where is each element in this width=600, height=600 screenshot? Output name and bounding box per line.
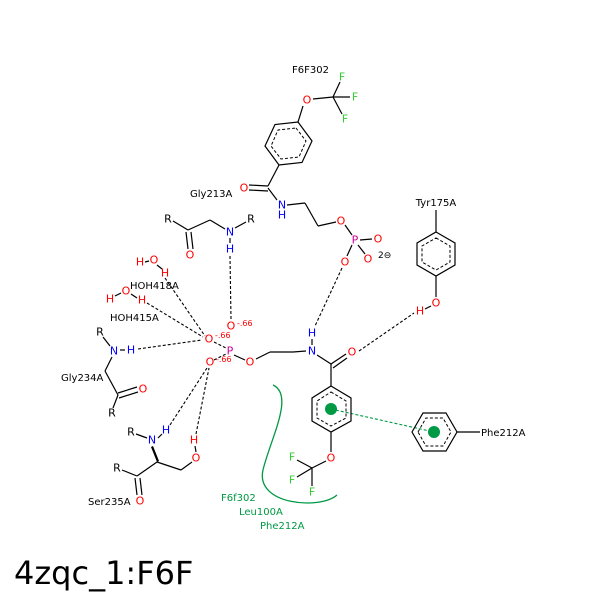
residue-label-ser235: Ser235A — [88, 497, 131, 508]
atom-oxygen: O — [374, 233, 383, 246]
atom-oxygen: O — [432, 297, 441, 310]
atom-oxygen: O — [139, 383, 148, 396]
hydrophobic-contact-arc — [261, 384, 338, 504]
hydrophobic-label: F6f302 — [221, 493, 256, 504]
atom-fluorine: F — [342, 113, 348, 126]
atom-fluorine: F — [309, 486, 315, 499]
atom-oxygen: O — [227, 320, 236, 333]
hydrophobic-label: Leu100A — [239, 507, 283, 518]
atom-hydrogen: H — [190, 434, 198, 447]
atom-oxygen: O — [186, 249, 195, 262]
atom-oxygen: O — [206, 356, 215, 369]
residue-label-gly213: Gly213A — [190, 189, 233, 200]
atom-r-group: R — [164, 213, 172, 226]
atom-hydrogen: H — [138, 294, 146, 307]
atom-oxygen: O — [327, 452, 336, 465]
atom-r-group: R — [127, 426, 135, 439]
atom-r-group: R — [113, 462, 121, 475]
residue-label-f6f302: F6F302 — [292, 65, 329, 76]
bonds — [102, 81, 480, 496]
pi-stacking-line — [330, 408, 435, 433]
residue-label-hoh415: HOH415A — [110, 313, 159, 324]
atom-hydrogen: H — [161, 267, 169, 280]
atom-nitrogen: N — [278, 199, 286, 212]
residue-label-phe212: Phe212A — [481, 428, 526, 439]
atom-hydrogen: H — [136, 256, 144, 269]
atom-oxygen: O — [337, 215, 346, 228]
atom-oxygen: O — [246, 356, 255, 369]
phosphate-charge: 2⊖ — [378, 251, 391, 261]
atom-oxygen: O — [240, 182, 249, 195]
atom-oxygen: O — [303, 94, 312, 107]
atom-fluorine: F — [339, 71, 345, 84]
ring-centroid-phe212 — [428, 426, 440, 438]
atom-phosphorus: P — [227, 345, 234, 358]
atom-nitrogen: N — [226, 226, 234, 239]
atom-nitrogen: N — [148, 434, 156, 447]
atom-oxygen: O — [341, 256, 350, 269]
atom-oxygen: O — [150, 254, 159, 267]
atom-hydrogen: H — [278, 209, 286, 222]
atom-nitrogen: N — [110, 345, 118, 358]
atom-oxygen: O — [136, 495, 145, 508]
atom-fluorine: F — [289, 474, 295, 487]
atom-r-group: R — [96, 326, 104, 339]
atom-hydrogen: H — [416, 305, 424, 318]
residue-label-tyr175: Tyr175A — [415, 198, 457, 209]
partial-charge: -.66 — [216, 355, 232, 364]
hydrogen-bonds — [137, 255, 415, 435]
atom-oxygen: O — [348, 346, 357, 359]
atom-hydrogen: H — [162, 424, 170, 437]
atom-phosphorus: P — [352, 234, 359, 247]
atom-hydrogen: H — [106, 293, 114, 306]
partial-charge: -.66 — [215, 331, 231, 340]
atom-fluorine: F — [352, 91, 358, 104]
atom-r-group: R — [108, 407, 116, 420]
atom-hydrogen: H — [127, 344, 135, 357]
atom-fluorine: F — [289, 451, 295, 464]
atom-hydrogen: H — [308, 327, 316, 340]
residue-label-hoh418: HOH418A — [130, 281, 179, 292]
atom-r-group: R — [247, 213, 255, 226]
hydrophobic-label: Phe212A — [260, 521, 305, 532]
atom-nitrogen: N — [308, 345, 316, 358]
partial-charge: -.66 — [237, 319, 253, 328]
atom-oxygen: O — [364, 253, 373, 266]
atom-oxygen: O — [192, 452, 201, 465]
atom-oxygen: O — [122, 285, 131, 298]
atom-hydrogen: H — [226, 243, 234, 256]
residue-label-gly234: Gly234A — [61, 373, 104, 384]
atom-oxygen: O — [205, 333, 214, 346]
diagram-title: 4zqc_1:F6F — [14, 554, 193, 592]
ring-centroid-ligand — [325, 403, 337, 415]
